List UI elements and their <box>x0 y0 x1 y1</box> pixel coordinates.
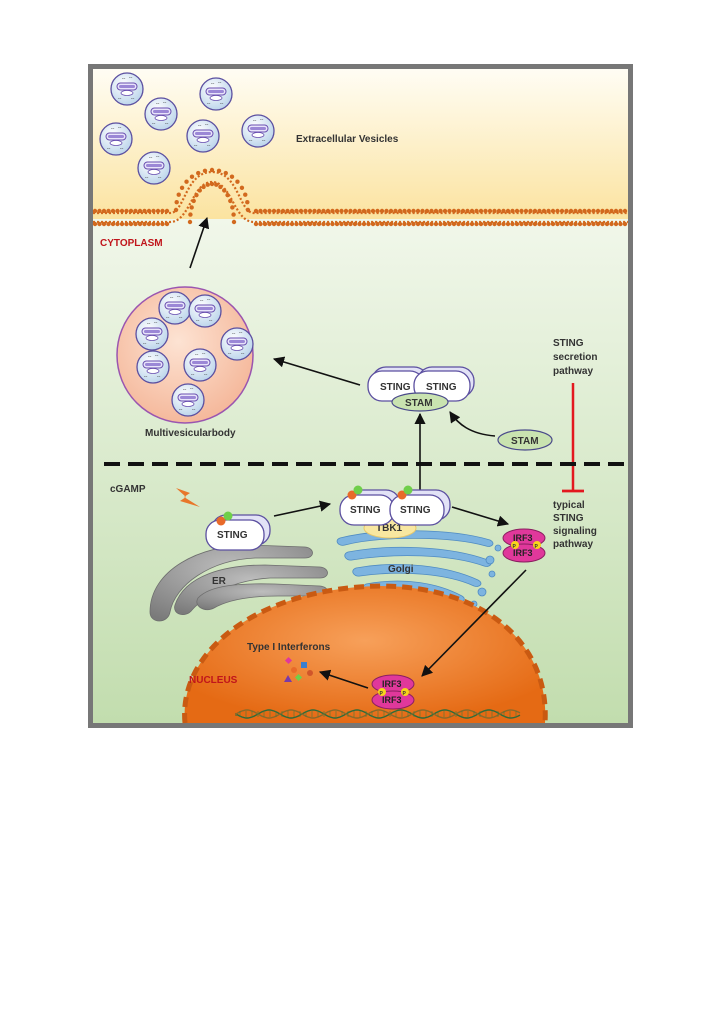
svg-text:pathway: pathway <box>553 366 593 377</box>
phospho-label-cyto-2: P <box>535 544 539 550</box>
stam-label-complex: STAM <box>405 398 433 409</box>
golgi-label: Golgi <box>388 564 414 575</box>
irf3-dimer-cytoplasm <box>502 528 546 563</box>
sting-stam-complex <box>367 366 475 412</box>
arrow-er-to-golgi <box>273 500 332 517</box>
dna-helix <box>235 709 521 719</box>
irf3-label-nuc-1: IRF3 <box>382 679 402 689</box>
multivesicularbody-label: Multivesicularbody <box>145 428 236 439</box>
sting-secretion-pathway-label: STING secretion pathway <box>553 338 597 377</box>
phospho-label-nuc-1: P <box>380 691 384 697</box>
irf3-dimer-nucleus <box>371 674 415 710</box>
irf3-label-cyto-1: IRF3 <box>513 533 533 543</box>
stam-free <box>497 429 553 451</box>
cgamp-label: cGAMP <box>110 484 146 495</box>
extracellular-vesicles-label: Extracellular Vesicles <box>296 134 399 145</box>
svg-text:STING: STING <box>553 513 584 524</box>
sting-label-golgi-2: STING <box>400 505 431 516</box>
lightning-icon <box>176 488 200 507</box>
sting-label-secretion-1: STING <box>380 382 411 393</box>
tbk1-label: TBK1 <box>376 523 403 534</box>
svg-text:pathway: pathway <box>553 539 593 550</box>
type-i-interferons-label: Type I Interferons <box>247 642 331 653</box>
arrow-complex-to-mvb <box>272 356 361 386</box>
irf3-label-nuc-2: IRF3 <box>382 695 402 705</box>
nucleus <box>182 583 548 724</box>
sting-er <box>205 511 271 551</box>
nucleus-label: NUCLEUS <box>189 675 238 686</box>
arrow-stam-to-complex <box>449 411 496 437</box>
svg-text:secretion: secretion <box>553 352 597 363</box>
arrow-irf3-to-interferons <box>318 669 369 689</box>
endoplasmic-reticulum <box>149 544 328 622</box>
sting-golgi-complex <box>339 485 451 526</box>
arrow-irf3-to-nucleus <box>421 569 527 677</box>
plasma-membrane <box>92 167 628 227</box>
phospho-label-cyto-1: P <box>513 544 517 550</box>
arrow-mvb-to-membrane <box>189 216 210 269</box>
typical-sting-signaling-pathway-label: typical STING signaling pathway <box>553 500 597 550</box>
stam-label-free: STAM <box>511 436 539 447</box>
cytoplasm-label: CYTOPLASM <box>100 238 163 249</box>
irf3-label-cyto-2: IRF3 <box>513 548 533 558</box>
er-label: ER <box>212 576 227 587</box>
svg-text:STING: STING <box>553 338 584 349</box>
arrow-sting-to-irf3 <box>451 506 510 527</box>
interferon-molecules <box>284 656 313 682</box>
svg-text:signaling: signaling <box>553 526 597 537</box>
svg-text:typical: typical <box>553 500 585 511</box>
sting-label-golgi-1: STING <box>350 505 381 516</box>
phospho-label-nuc-2: P <box>403 691 407 697</box>
multivesicular-body <box>116 286 254 424</box>
sting-label-er: STING <box>217 530 248 541</box>
inhibition-line <box>562 383 584 493</box>
sting-label-secretion-2: STING <box>426 382 457 393</box>
extracellular-space <box>93 69 628 219</box>
